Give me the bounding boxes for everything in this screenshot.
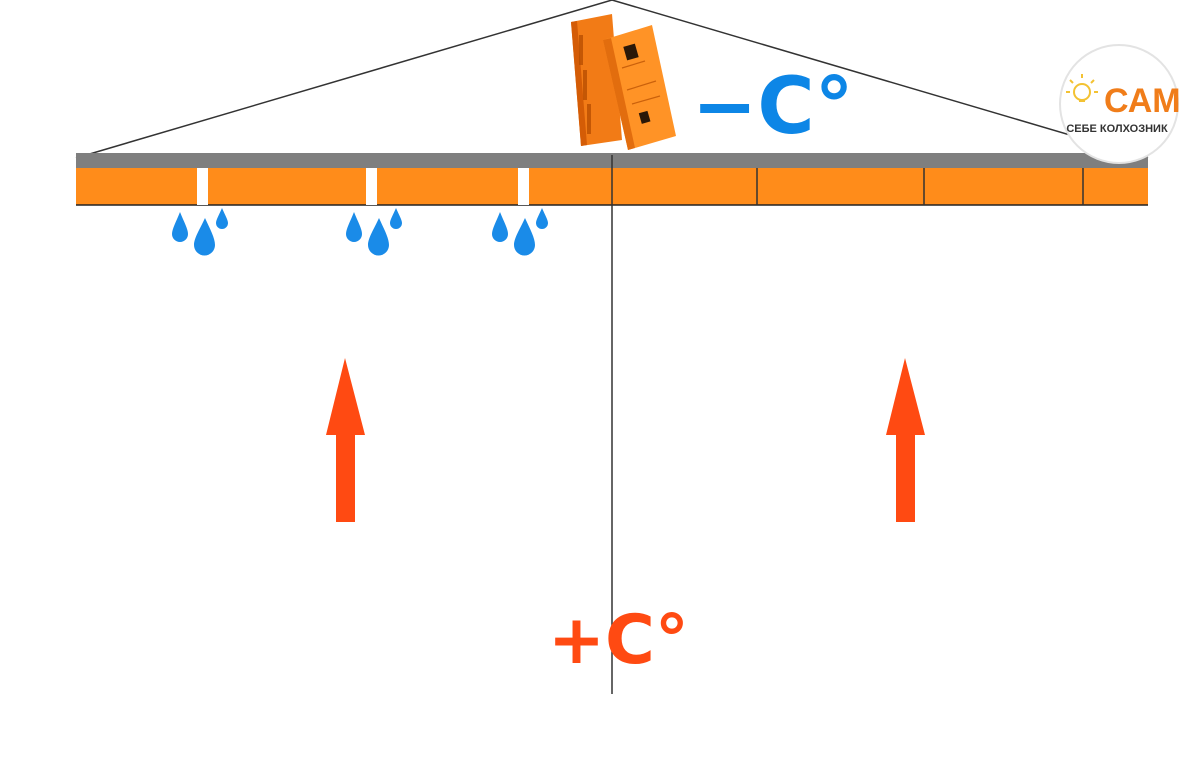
warm-air-arrows <box>326 358 925 522</box>
drop-group <box>172 208 228 256</box>
condensation-drops <box>172 208 548 256</box>
water-drop-icon <box>390 208 402 229</box>
package-back-shadow <box>571 21 587 146</box>
package-front-side <box>603 38 635 150</box>
package-label-line <box>583 70 587 100</box>
water-drop-icon <box>492 212 508 242</box>
insulation-gap <box>518 168 529 205</box>
roof-left-slope <box>75 0 613 159</box>
insulation-package-icon <box>571 14 676 150</box>
roof-right-slope <box>611 0 1149 159</box>
water-drop-icon <box>536 208 548 229</box>
package-brand-mark <box>623 43 639 61</box>
package-text-line <box>621 60 646 69</box>
logo-title: САМ <box>1104 82 1181 120</box>
heat-arrow-icon <box>326 358 365 522</box>
warm-temperature-label: +C° <box>548 601 689 680</box>
package-text-line <box>626 80 657 91</box>
drop-group <box>346 208 402 256</box>
lightbulb-ray <box>1069 79 1074 84</box>
water-drop-icon <box>514 218 535 256</box>
insulation-gap <box>366 168 377 205</box>
water-drop-icon <box>368 218 389 256</box>
logo-badge <box>1059 44 1179 164</box>
water-drop-icon <box>216 208 228 229</box>
water-drop-icon <box>172 212 188 242</box>
package-text-line <box>631 95 661 105</box>
drop-group <box>492 208 548 256</box>
package-label-line <box>587 104 591 134</box>
lightbulb-ray <box>1090 79 1095 84</box>
insulation-gap <box>197 168 208 205</box>
package-label-line <box>579 35 583 65</box>
channel-logo: САМ СЕБЕ КОЛХОЗНИК <box>1059 44 1181 164</box>
package-brand-mark <box>638 110 651 124</box>
insulation-joints <box>756 168 1084 205</box>
water-drop-icon <box>194 218 215 256</box>
logo-subtitle: СЕБЕ КОЛХОЗНИК <box>1066 123 1168 135</box>
heat-arrow-icon <box>886 358 925 522</box>
cold-temperature-label: −C° <box>692 62 854 152</box>
insulation-gaps <box>197 168 529 205</box>
lightbulb-icon <box>1066 74 1098 102</box>
water-drop-icon <box>346 212 362 242</box>
roof-outline <box>75 0 1149 159</box>
